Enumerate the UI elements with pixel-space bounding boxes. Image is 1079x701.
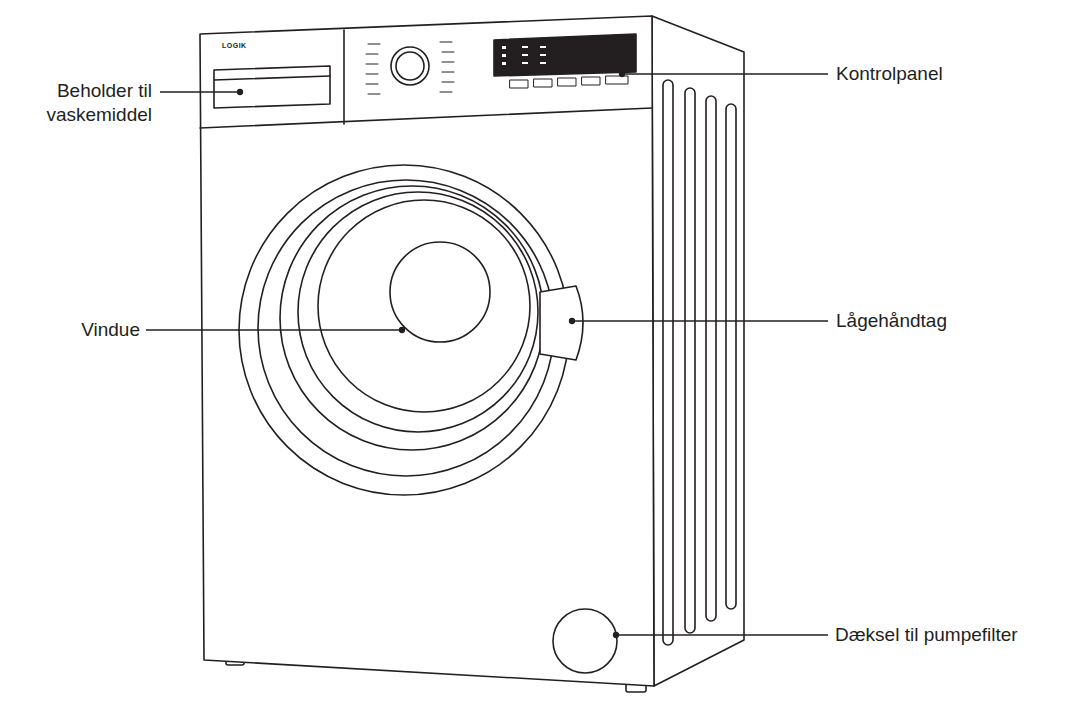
part-label: Vindue [10,318,140,342]
leader-line [572,320,828,321]
leader-dot [400,328,405,333]
side-panel [652,16,744,686]
door-handle [540,286,583,360]
program-knob [391,47,429,85]
drawer-line [214,76,330,80]
display [494,34,636,76]
buttons [510,76,628,88]
door-ring [280,186,544,450]
leader-dot [570,319,575,324]
program-marks [366,42,454,94]
leader-dot [620,72,625,77]
side-rib [663,80,673,645]
display-leds [502,46,546,65]
leader-line [616,634,828,635]
window-glass [390,242,490,342]
part-label: Lågehåndtag [836,309,1066,333]
side-rib [685,88,695,633]
program-knob [396,52,424,80]
front-panel [200,16,654,686]
brand-logo: LOGIK [222,41,282,50]
part-label: Kontrolpanel [836,62,1066,86]
part-label: Dæksel til pumpefilter [835,623,1073,647]
leader-dot [238,90,243,95]
leader-line [622,73,828,74]
part-label: Beholder til vaskemiddel [7,79,152,127]
side-rib [726,104,736,609]
door-ring [318,200,530,412]
leader-line [146,329,402,330]
panel-divider [343,30,345,124]
leader-dot [614,633,619,638]
side-rib [706,96,716,621]
door-ring [258,180,554,476]
leader-line [160,91,240,92]
detergent-drawer [214,66,330,108]
panel-edge [200,108,652,128]
door-ring [298,192,538,432]
pump-filter-cover [553,609,617,673]
